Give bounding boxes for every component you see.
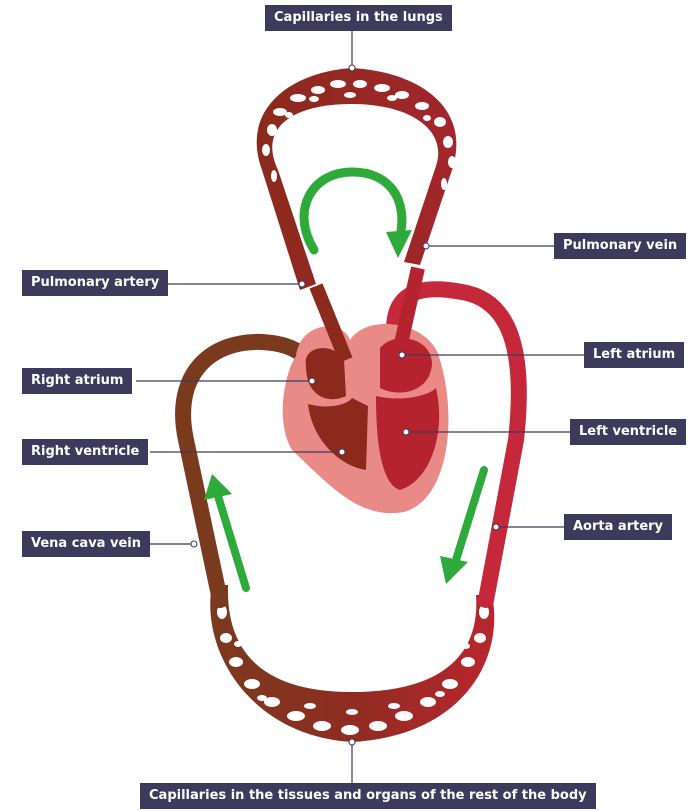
label-left-ventricle: Left ventricle xyxy=(570,419,686,445)
heart xyxy=(283,268,449,513)
label-left-atrium: Left atrium xyxy=(584,342,684,368)
label-aorta-artery: Aorta artery xyxy=(564,514,672,540)
label-right-ventricle: Right ventricle xyxy=(22,439,148,465)
label-capillaries-lungs: Capillaries in the lungs xyxy=(265,5,452,31)
lung-flow-arrow xyxy=(304,172,402,250)
label-vena-cava-vein: Vena cava vein xyxy=(22,531,150,557)
aorta-flow-arrow xyxy=(456,470,484,560)
aorta-flow-arrowhead xyxy=(440,556,468,584)
label-capillaries-body: Capillaries in the tissues and organs of… xyxy=(140,783,596,809)
label-pulmonary-artery: Pulmonary artery xyxy=(22,270,168,296)
label-pulmonary-vein: Pulmonary vein xyxy=(554,233,686,259)
body-capillary-bed xyxy=(210,585,494,742)
lung-capillary-bed xyxy=(257,68,457,290)
label-right-atrium: Right atrium xyxy=(22,368,132,394)
vena-cava-flow-arrowhead xyxy=(204,474,232,500)
